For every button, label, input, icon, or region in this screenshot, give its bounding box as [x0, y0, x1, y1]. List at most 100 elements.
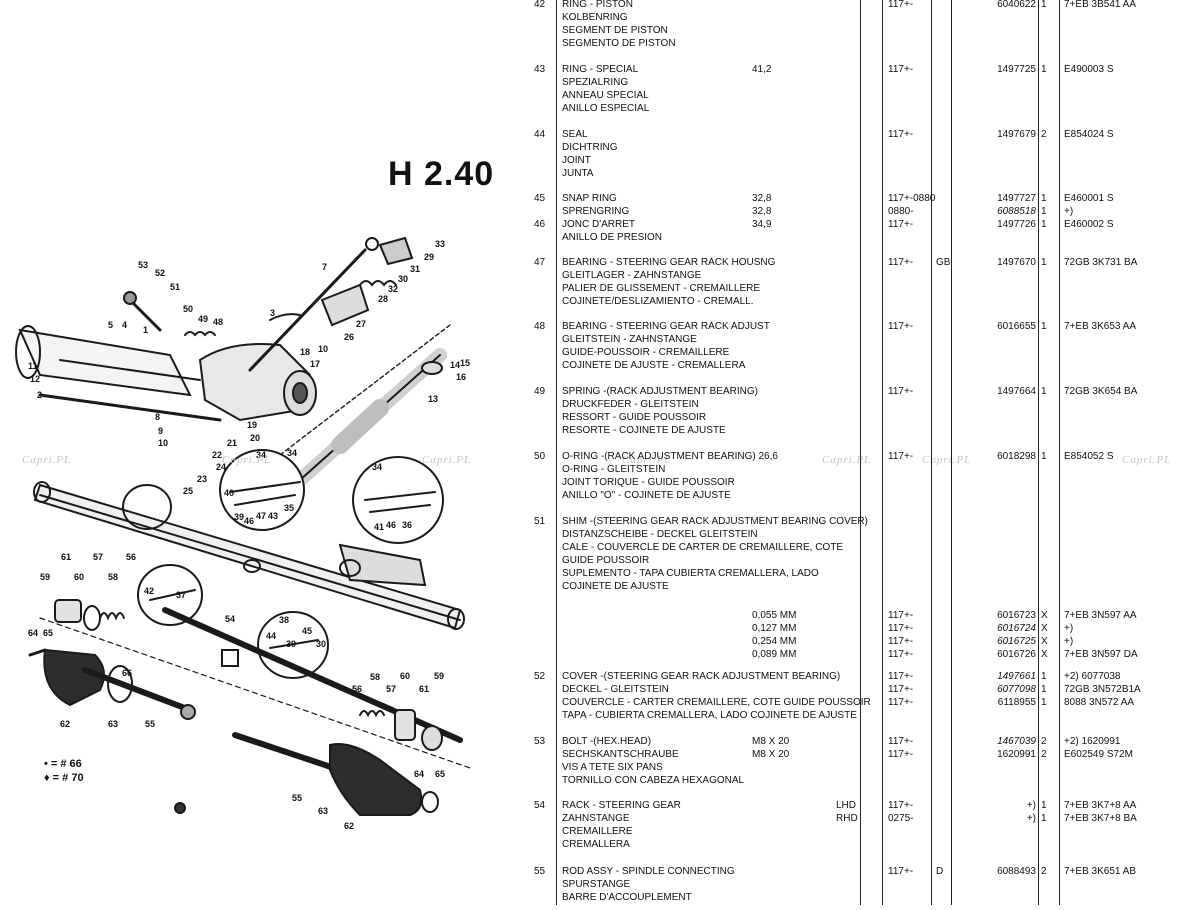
quantity: 2	[1041, 129, 1047, 140]
part-number: 1497726	[997, 219, 1036, 230]
callout-number: 7	[322, 262, 327, 272]
callout-number: 62	[344, 821, 354, 831]
description-line: CREMAILLERE	[562, 826, 633, 837]
part-number: 6016725	[997, 636, 1036, 647]
reference-number: E854052 S	[1064, 451, 1114, 462]
quantity: 1	[1041, 800, 1047, 811]
description-line: BEARING - STEERING GEAR RACK ADJUST	[562, 321, 770, 332]
reference-number: 7+EB 3B541 AA	[1064, 0, 1137, 10]
drive-side: RHD	[836, 813, 858, 824]
callout-number: 9	[158, 426, 163, 436]
item-number: 46	[534, 219, 546, 230]
item-number: 47	[534, 257, 546, 268]
description-line: SHIM -(STEERING GEAR RACK ADJUSTMENT BEA…	[562, 516, 868, 527]
callout-number: 59	[434, 671, 444, 681]
callout-number: 28	[378, 294, 388, 304]
quantity: X	[1041, 623, 1048, 634]
callout-number: 22	[212, 450, 222, 460]
column-divider	[860, 0, 861, 905]
callout-number: 26	[344, 332, 354, 342]
spec-value: 0,089 MM	[752, 649, 797, 660]
item-number: 43	[534, 64, 546, 75]
reference-number: E602549 S72M	[1064, 749, 1133, 760]
item-number: 52	[534, 671, 546, 682]
quantity: 1	[1041, 813, 1047, 824]
description-line: CREMALLERA	[562, 839, 630, 850]
model-range: 117+-	[888, 684, 914, 695]
callout-number: 64	[28, 628, 38, 638]
reference-number: 7+EB 3N597 AA	[1064, 610, 1137, 621]
spec-value: 0,127 MM	[752, 623, 797, 634]
legend-note-66: • = # 66	[44, 758, 82, 770]
description-line: RESORTE - COJINETE DE AJUSTE	[562, 425, 726, 436]
callout-number: 40	[224, 488, 234, 498]
reference-number: E460002 S	[1064, 219, 1114, 230]
callout-number: 36	[402, 520, 412, 530]
callout-number: 50	[183, 304, 193, 314]
spec-value: M8 X 20	[752, 736, 790, 747]
quantity: X	[1041, 610, 1048, 621]
reference-number: E460001 S	[1064, 193, 1114, 204]
callout-number: 55	[145, 719, 155, 729]
callout-number: 11	[28, 361, 38, 371]
description-line: ZAHNSTANGE	[562, 813, 630, 824]
reference-number: +2) 1620991	[1064, 736, 1121, 747]
description-line: RACK - STEERING GEAR	[562, 800, 681, 811]
callout-number: 63	[108, 719, 118, 729]
column-divider	[1059, 0, 1060, 905]
description-line: SEGMENTO DE PISTON	[562, 38, 676, 49]
model-range: 0275-	[888, 813, 914, 824]
callout-number: 5	[108, 320, 113, 330]
part-number: 6016655	[997, 321, 1036, 332]
quantity: 2	[1041, 736, 1047, 747]
part-number: 1497670	[997, 257, 1036, 268]
description-line: BOLT -(HEX.HEAD)	[562, 736, 652, 747]
callout-number: 53	[138, 260, 148, 270]
callout-number: 57	[93, 552, 103, 562]
description-line: ANILLO DE PRESION	[562, 232, 663, 243]
callout-number: 19	[247, 420, 257, 430]
model-range: 117+-	[888, 623, 914, 634]
description-line: O-RING - GLEITSTEIN	[562, 464, 666, 475]
callout-number: 16	[456, 372, 466, 382]
description-line: DISTANZSCHEIBE - DECKEL GLEITSTEIN	[562, 529, 758, 540]
item-number: 50	[534, 451, 546, 462]
watermark: Capri.PL	[622, 454, 672, 466]
spec-value: 41,2	[752, 64, 772, 75]
quantity: 2	[1041, 866, 1047, 877]
item-number: 54	[534, 800, 546, 811]
part-number: 1497679	[997, 129, 1036, 140]
callout-number: 51	[170, 282, 180, 292]
watermark: Capri.PL	[22, 454, 72, 466]
callout-number: 1	[143, 325, 148, 335]
callout-number: 62	[60, 719, 70, 729]
callout-number: 52	[155, 268, 165, 278]
part-number: +)	[1026, 800, 1036, 811]
column-divider	[931, 0, 932, 905]
callout-number: 30	[398, 274, 408, 284]
reference-number: 8088 3N572 AA	[1064, 697, 1135, 708]
description-line: JOINT TORIQUE - GUIDE POUSSOIR	[562, 477, 735, 488]
item-number: 55	[534, 866, 546, 877]
reference-number: +)	[1064, 636, 1074, 647]
column-divider	[1038, 0, 1039, 905]
spec-value: M8 X 20	[752, 749, 790, 760]
description-line: SPEZIALRING	[562, 77, 629, 88]
callout-number: 34	[372, 462, 382, 472]
description-line: SEAL	[562, 129, 588, 140]
callout-number: 58	[370, 672, 380, 682]
callout-number: 59	[40, 572, 50, 582]
callout-number: 8	[155, 412, 160, 422]
callout-number: 33	[435, 239, 445, 249]
callout-number: 48	[213, 317, 223, 327]
item-number: 49	[534, 386, 546, 397]
item-number: 42	[534, 0, 546, 10]
callout-number: 39	[286, 639, 296, 649]
reference-number: 72GB 3K654 BA	[1064, 386, 1138, 397]
item-number: 45	[534, 193, 546, 204]
description-line: KOLBENRING	[562, 12, 628, 23]
reference-number: E854024 S	[1064, 129, 1114, 140]
description-line: COJINETE/DESLIZAMIENTO - CREMALL.	[562, 296, 754, 307]
callout-number: 60	[400, 671, 410, 681]
part-number: 6016726	[997, 649, 1036, 660]
